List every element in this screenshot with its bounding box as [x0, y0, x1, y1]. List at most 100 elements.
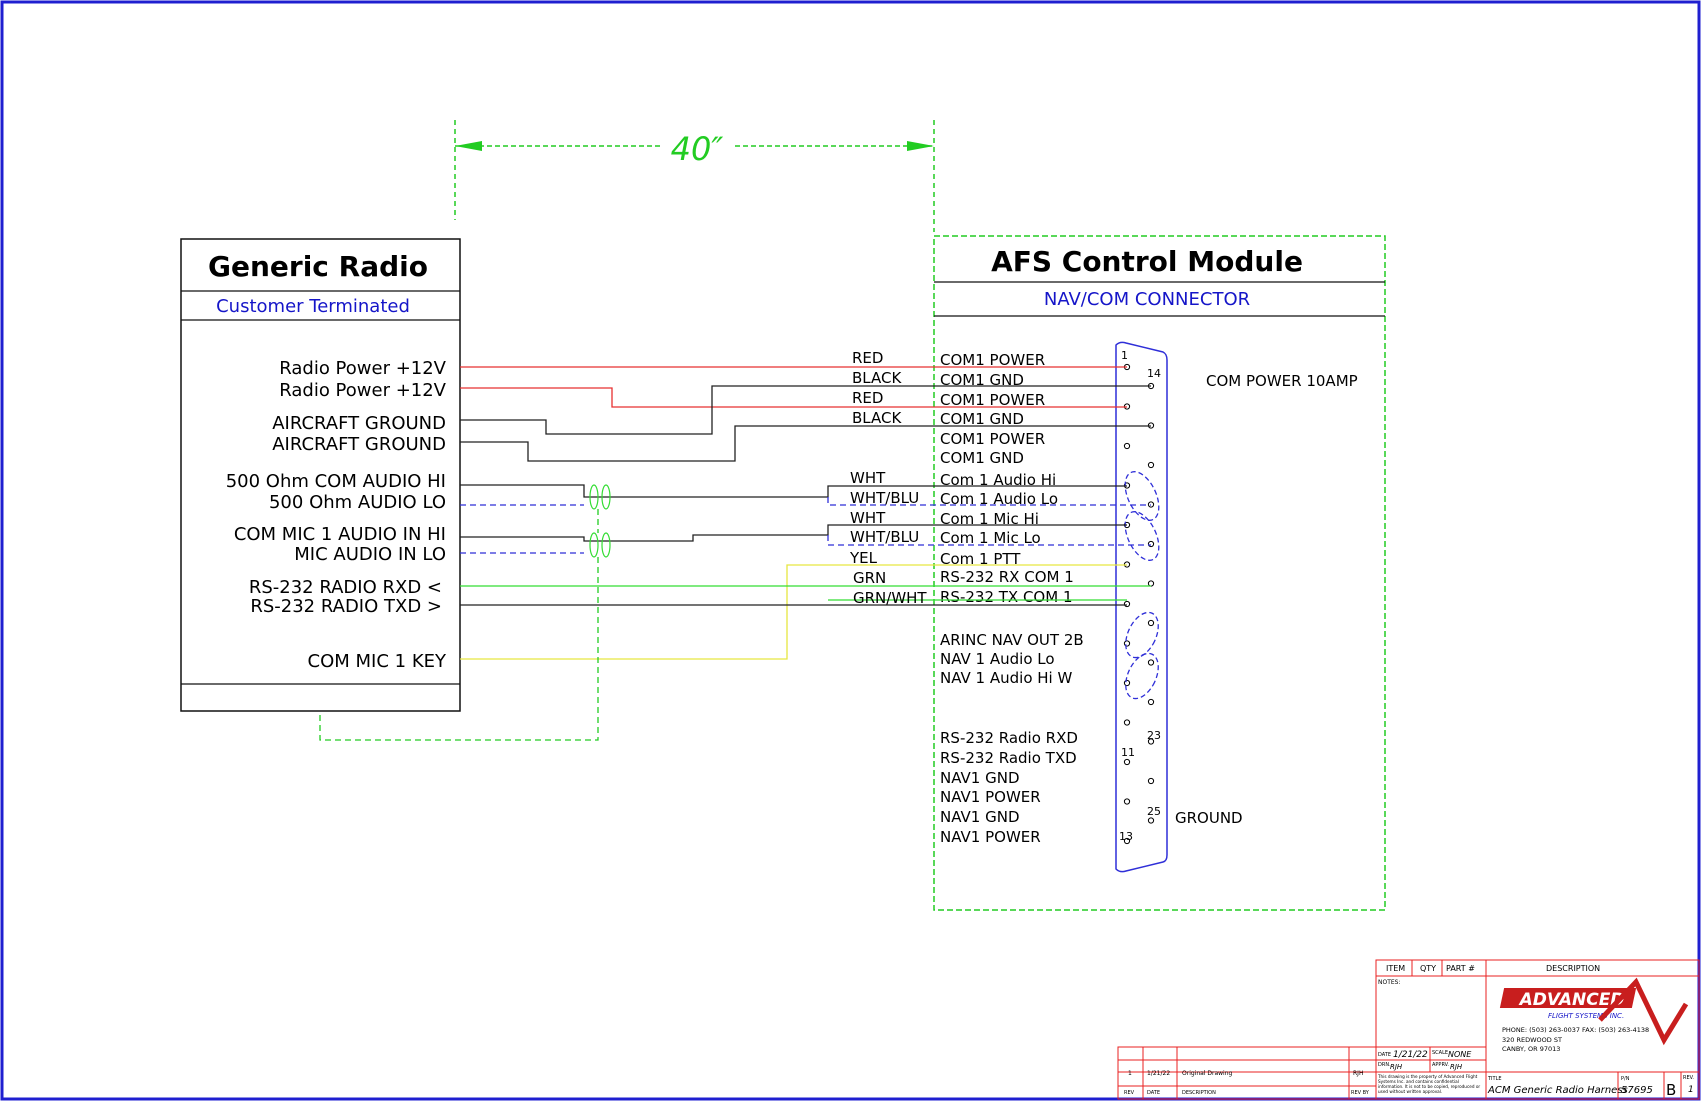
dimension-label: 40″	[671, 130, 724, 168]
connector-pin	[1123, 600, 1131, 608]
wire-color-label: GRN	[853, 569, 886, 587]
wire-color-label: WHT/BLU	[850, 489, 919, 507]
pn-label: P/N	[1621, 1076, 1630, 1082]
radio-pin-label: AIRCRAFT GROUND	[272, 413, 446, 434]
signal-label: NAV1 GND	[940, 769, 1020, 787]
module-title: AFS Control Module	[991, 245, 1303, 278]
connector-pin	[1147, 659, 1155, 666]
radio-pin-label: Radio Power +12V	[279, 358, 446, 379]
module-note: COM POWER 10AMP	[1206, 372, 1358, 390]
connector-pin	[1147, 619, 1155, 627]
radio-pin-label: 500 Ohm COM AUDIO HI	[226, 471, 446, 492]
drawn-by: RJH	[1390, 1063, 1403, 1071]
rev-header-date: DATE	[1147, 1090, 1160, 1096]
radio-pin-label: Radio Power +12V	[279, 380, 446, 401]
pin-number: 23	[1147, 729, 1161, 742]
notes-label: NOTES:	[1378, 979, 1401, 986]
wire-color-label: WHT	[850, 509, 886, 527]
apprv-label: APPRV.	[1432, 1062, 1449, 1068]
signal-label: COM1 POWER	[940, 351, 1045, 369]
ownership-disclaimer: This drawing is the property of Advanced…	[1378, 1074, 1481, 1094]
signal-label: Com 1 Mic Hi	[940, 510, 1039, 528]
radio-pin-label: COM MIC 1 KEY	[308, 651, 447, 672]
signal-label: NAV 1 Audio Hi W	[940, 669, 1072, 687]
rev-label: REV.	[1683, 1075, 1694, 1081]
generic-radio-block: Generic Radio Customer Terminated Radio …	[180, 238, 461, 712]
address-line-2: CANBY, OR 97013	[1502, 1045, 1560, 1053]
connector-pin	[1123, 640, 1131, 647]
title-block	[1117, 959, 1700, 1100]
wire-color-labels: RED BLACK RED BLACK WHT WHT/BLU WHT WHT/…	[849, 349, 927, 607]
radio-pin-label: RS-232 RADIO TXD >	[250, 596, 442, 617]
pin-number: 14	[1147, 367, 1161, 380]
afs-control-module-block: AFS Control Module NAV/COM CONNECTOR COM…	[933, 235, 1386, 911]
signal-label: RS-232 Radio RXD	[940, 729, 1078, 747]
signal-label: COM1 GND	[940, 410, 1024, 428]
pin-number: 13	[1119, 830, 1133, 843]
radio-pin-labels: Radio Power +12V Radio Power +12V AIRCRA…	[226, 358, 447, 672]
wire-color-label: RED	[852, 389, 883, 407]
signal-label: NAV1 GND	[940, 808, 1020, 826]
signal-label: Com 1 Mic Lo	[940, 529, 1041, 547]
signal-label: RS-232 Radio TXD	[940, 749, 1077, 767]
signal-label: ARINC NAV OUT 2B	[940, 631, 1084, 649]
rev-by: RJH	[1353, 1070, 1363, 1077]
revision: 1	[1688, 1085, 1694, 1095]
wire-red-power-2	[460, 387, 1127, 408]
drawing-title: ACM Generic Radio Harness	[1487, 1085, 1628, 1096]
wire-color-label: RED	[852, 349, 883, 367]
signal-label: NAV1 POWER	[940, 828, 1041, 846]
rev-description: Original Drawing	[1182, 1070, 1233, 1077]
harness-wires	[319, 366, 1151, 741]
wire-mic-hi	[460, 524, 1127, 542]
signal-label: NAV1 POWER	[940, 788, 1041, 806]
radio-pin-label: MIC AUDIO IN LO	[294, 544, 446, 565]
connector-pins	[1123, 363, 1155, 845]
radio-pin-label: COM MIC 1 AUDIO IN HI	[234, 524, 446, 545]
shield-drain	[319, 509, 599, 741]
signal-label: COM1 POWER	[940, 430, 1045, 448]
signal-label: COM1 POWER	[940, 391, 1045, 409]
address-line-1: 320 REDWOOD ST	[1502, 1036, 1562, 1044]
wire-ptt-yellow	[460, 564, 1127, 660]
module-signal-labels: COM1 POWER COM1 GND COM1 POWER COM1 GND …	[940, 351, 1084, 846]
rev-header-by: REV BY	[1351, 1090, 1370, 1096]
bom-header-qty: QTY	[1420, 964, 1436, 973]
sheet-size: B	[1666, 1081, 1676, 1099]
connector-pin	[1147, 540, 1155, 548]
drawing-scale: NONE	[1448, 1050, 1472, 1059]
radio-pin-label: RS-232 RADIO RXD <	[249, 577, 442, 598]
pin-number: 1	[1121, 349, 1128, 362]
signal-label: NAV 1 Audio Lo	[940, 650, 1055, 668]
connector-pin	[1123, 719, 1131, 726]
signal-label: RS-232 RX COM 1	[940, 568, 1074, 586]
pin-number: 11	[1121, 746, 1135, 759]
module-subtitle: NAV/COM CONNECTOR	[1044, 289, 1250, 310]
signal-label: RS-232 TX COM 1	[940, 588, 1073, 606]
bom-header-part: PART #	[1446, 964, 1475, 973]
connector-pin	[1147, 580, 1155, 587]
radio-subtitle: Customer Terminated	[216, 296, 410, 317]
connector-pin	[1147, 777, 1155, 785]
connector-pin	[1123, 679, 1131, 687]
ground-label: GROUND	[1175, 809, 1243, 827]
radio-pin-label: 500 Ohm AUDIO LO	[269, 492, 446, 513]
signal-label: COM1 GND	[940, 371, 1024, 389]
scale-label: SCALE	[1432, 1050, 1448, 1056]
wire-color-label: WHT/BLU	[850, 528, 919, 546]
approved-by: RJH	[1450, 1063, 1463, 1071]
phone-fax: PHONE: (503) 263-0037 FAX: (503) 263-413…	[1502, 1026, 1649, 1034]
length-dimension: 40″	[454, 120, 935, 232]
title-label: TITLE	[1487, 1076, 1502, 1082]
radio-title: Generic Radio	[208, 250, 428, 283]
signal-label: COM1 GND	[940, 449, 1024, 467]
db25-connector: 1 14 23 11 25 13	[1115, 341, 1168, 873]
connector-pin	[1123, 837, 1131, 845]
connector-pin	[1147, 698, 1155, 706]
rev-header-rev: REV	[1124, 1090, 1135, 1096]
pin-number: 25	[1147, 805, 1161, 818]
wire-color-label: YEL	[849, 549, 878, 567]
rev-number: 1	[1128, 1070, 1132, 1077]
connector-pin	[1123, 442, 1131, 450]
